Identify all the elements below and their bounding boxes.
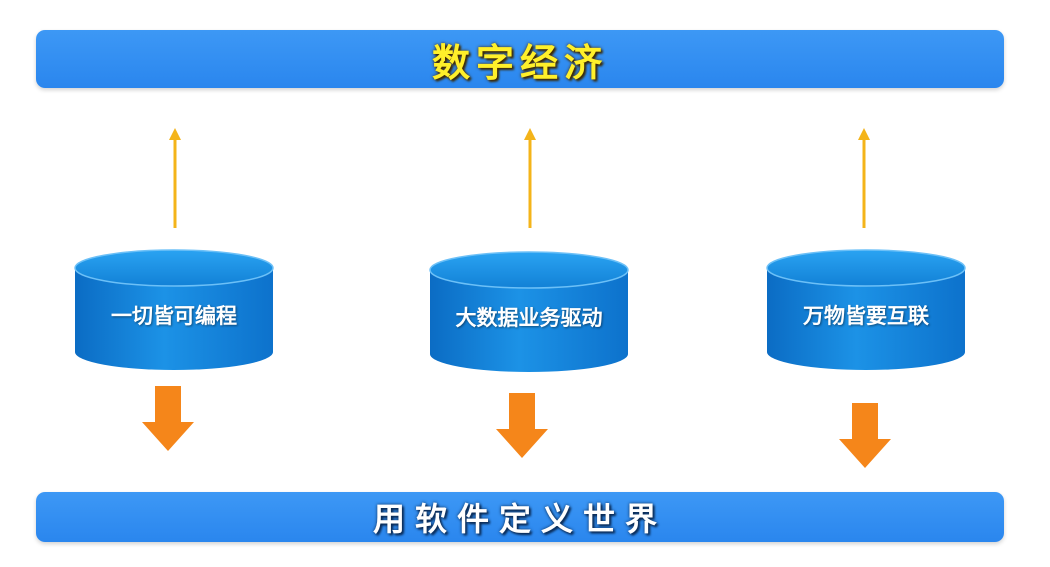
down-arrow-1: [142, 386, 194, 451]
bottom-banner-title: 用软件定义世界: [372, 500, 667, 538]
up-arrow-3: [858, 128, 870, 228]
cylinder-interconnect: 万物皆要互联: [765, 248, 967, 374]
cylinder-programmable: 一切皆可编程: [73, 248, 275, 374]
top-banner: 数字经济: [36, 30, 1004, 88]
cylinder-label: 大数据业务驱动: [455, 306, 603, 330]
down-arrow-2: [496, 393, 548, 458]
up-arrow-2: [524, 128, 536, 228]
up-arrow-1: [169, 128, 181, 228]
cylinder-big-data: 大数据业务驱动: [428, 250, 630, 376]
down-arrow-3: [839, 403, 891, 468]
top-banner-title: 数字经济: [431, 40, 608, 85]
cylinder-label: 一切皆可编程: [111, 304, 237, 328]
cylinder-label: 万物皆要互联: [803, 304, 929, 328]
bottom-banner: 用软件定义世界: [36, 492, 1004, 542]
